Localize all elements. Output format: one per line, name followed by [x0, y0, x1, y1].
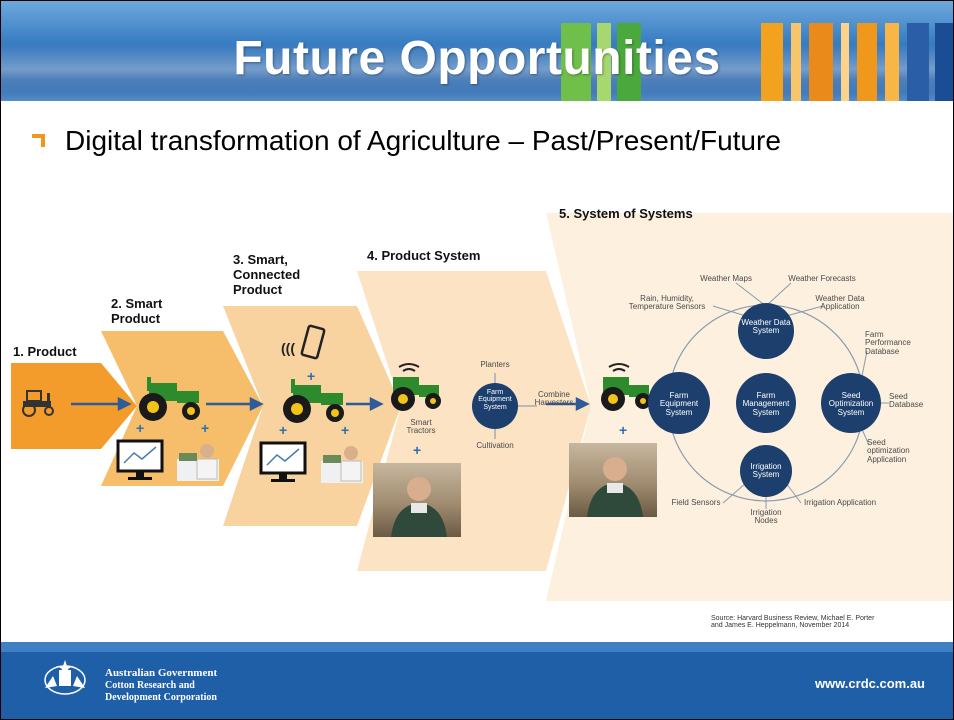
svg-text:+: + [307, 368, 315, 384]
seed-optimization-label: Seed Optimization System [828, 391, 874, 417]
smart-tractors-label: Smart Tractors [406, 418, 436, 436]
footer-wave [1, 642, 953, 652]
farm-equipment-hub-2 [648, 372, 710, 434]
wireless-signal-icon: ((( [281, 340, 295, 356]
stage2-label: 2. Smart Product [111, 296, 163, 326]
header-banner: Future Opportunities [1, 1, 953, 113]
farm-equipment-hub [472, 383, 518, 429]
smart-tractor-icon-2 [601, 363, 651, 411]
farmer-photo-2 [569, 443, 657, 517]
smartphone-icon [300, 324, 326, 360]
coat-of-arms-icon [44, 660, 86, 695]
seed-optimization-app-label: Seed optimization Application [867, 438, 910, 464]
source-line-1: Source: Harvard Business Review, Michael… [711, 615, 875, 622]
header-underline [1, 101, 953, 113]
weather-hub-label: Weather Data System [741, 318, 791, 336]
svg-text:+: + [279, 422, 287, 438]
irrigation-app-label: Irrigation Application [803, 498, 877, 507]
decorative-green-stripes [561, 23, 691, 101]
flow-arrows [71, 396, 590, 412]
stage5-label: 5. System of Systems [559, 206, 693, 221]
svg-text:+: + [341, 422, 349, 438]
svg-text:+: + [136, 420, 144, 436]
stage1-panel [11, 363, 137, 449]
planters-label: Planters [480, 360, 510, 369]
irrigation-hub-label: Irrigation System [750, 462, 782, 480]
bullet-icon [32, 134, 45, 147]
organisation-name: Australian Government Cotton Research an… [105, 667, 217, 704]
farm-management-hub [736, 373, 796, 433]
org-line-2: Cotton Research and [105, 680, 195, 692]
page-title: Future Opportunities [233, 32, 721, 85]
smart-tractor-icon [391, 363, 441, 411]
stage4-label: 4. Product System [367, 248, 481, 263]
seed-hub [821, 373, 881, 433]
irrigation-hub [740, 445, 792, 497]
farm-performance-db-label: Farm Performance Database [865, 330, 911, 356]
irrigation-nodes-label: Irrigation Nodes [750, 508, 782, 526]
weather-hub [738, 303, 794, 359]
weather-app-label: Weather Data Application [815, 294, 865, 312]
stage3-label: 3. Smart, Connected Product [233, 252, 301, 297]
field-sensors-label: Field Sensors [671, 498, 721, 507]
svg-text:+: + [201, 420, 209, 436]
farmer-reading-icon [177, 444, 219, 481]
footer-bar: Australian Government Cotton Research an… [1, 642, 953, 719]
farm-equipment-hub-label: Farm Equipment System [478, 389, 512, 411]
diagram-canvas: + + ((( + [11, 213, 953, 601]
seed-database-label: Seed Database [889, 392, 924, 410]
farmer-reading-icon-2 [321, 446, 363, 483]
weather-forecasts-label: Weather Forecasts [788, 274, 856, 283]
org-line-3: Development Corporation [105, 692, 217, 704]
monitor-icon-2 [259, 441, 307, 482]
org-line-1: Australian Government [105, 667, 218, 679]
farm-equipment-system-label: Farm Equipment System [659, 391, 699, 417]
green-tractor-icon-2 [283, 379, 344, 423]
cultivation-label: Cultivation [476, 441, 514, 450]
website-link[interactable]: www.crdc.com.au [814, 676, 925, 691]
rain-sensors-label: Rain, Humidity, Temperature Sensors [628, 294, 706, 312]
combine-harvesters-label: Combine Harvesters [534, 390, 574, 408]
svg-text:+: + [619, 422, 627, 438]
stage1-label: 1. Product [13, 344, 77, 359]
svg-text:+: + [413, 442, 421, 458]
tractor-icon [22, 390, 54, 417]
monitor-icon [116, 439, 164, 480]
green-tractor-icon [139, 377, 200, 421]
decorative-stripes [761, 23, 953, 101]
slide-subtitle: Digital transformation of Agriculture – … [65, 125, 781, 156]
farm-management-label: Farm Management System [742, 391, 790, 417]
transformation-diagram: + + ((( + [1, 191, 953, 641]
weather-maps-label: Weather Maps [700, 274, 752, 283]
source-note: Source: Harvard Business Review, Michael… [711, 615, 921, 630]
farmer-photo [373, 463, 461, 537]
source-line-2: and James E. Heppelmann, November 2014 [711, 622, 850, 630]
